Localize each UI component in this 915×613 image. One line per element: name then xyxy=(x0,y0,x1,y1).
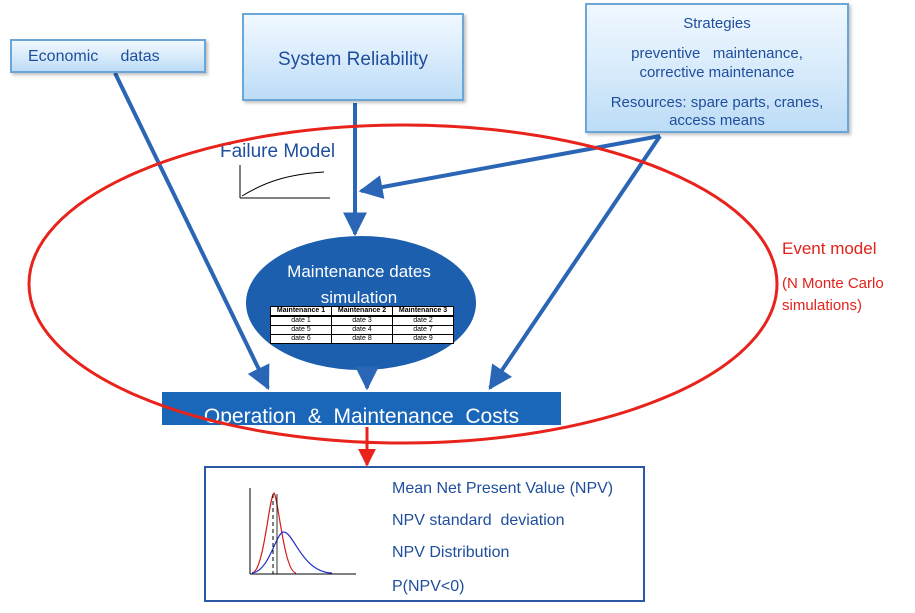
economic-label: Economic datas xyxy=(28,48,160,65)
event-model-subtitle: (N Monte Carlo simulations) xyxy=(782,273,884,317)
table-cell: date 3 xyxy=(331,315,393,326)
table-cell: date 4 xyxy=(331,325,393,335)
result-npv-distribution: NPV Distribution xyxy=(392,544,510,561)
result-prob-negative: P(NPV<0) xyxy=(392,578,465,595)
reliability-label: System Reliability xyxy=(278,49,428,70)
event-model-line-2: simulations) xyxy=(782,297,863,314)
table-cell: date 7 xyxy=(392,325,454,335)
om-costs-label: Operation & Maintenance Costs xyxy=(203,405,520,428)
results-box: Mean Net Present Value (NPV) NPV standar… xyxy=(204,466,645,602)
table-cell: date 9 xyxy=(392,334,454,344)
om-costs-box: Operation & Maintenance Costs xyxy=(162,392,561,428)
failure-model-title: Failure Model xyxy=(220,141,336,162)
table-cell: date 6 xyxy=(270,334,332,344)
arrow-strategies-to-failure xyxy=(358,134,661,199)
table-row: date 1 date 3 date 2 xyxy=(270,315,454,326)
economic-data-box: Economic datas xyxy=(10,39,206,73)
result-npv-std: NPV standard deviation xyxy=(392,512,565,529)
failure-curve-chart xyxy=(239,165,330,199)
table-cell: date 5 xyxy=(270,325,332,335)
result-mean-npv: Mean Net Present Value (NPV) xyxy=(392,480,614,497)
simulation-title-line-1: Maintenance dates xyxy=(287,262,431,281)
table-cell: date 2 xyxy=(392,315,454,326)
table-header: Maintenance 3 xyxy=(392,306,454,317)
strategies-line-4: access means xyxy=(669,112,765,129)
strategies-line-3: Resources: spare parts, cranes, xyxy=(610,94,824,111)
npv-distribution-chart xyxy=(249,488,356,575)
table-header: Maintenance 2 xyxy=(331,306,393,317)
strategies-title: Strategies xyxy=(683,15,751,32)
maintenance-dates-table: Maintenance 1 Maintenance 2 Maintenance … xyxy=(270,306,454,344)
table-cell: date 1 xyxy=(270,315,332,326)
event-model-line-1: (N Monte Carlo xyxy=(782,275,884,292)
simulation-title: Maintenance dates simulation xyxy=(268,259,450,311)
strategies-line-1: preventive maintenance, xyxy=(631,45,803,62)
arrow-economic-to-costs xyxy=(113,72,270,391)
table-row: date 5 date 4 date 7 xyxy=(270,325,454,335)
system-reliability-box: System Reliability xyxy=(242,13,464,101)
arrow-strategies-to-costs xyxy=(488,134,662,390)
table-row: date 6 date 8 date 9 xyxy=(270,334,454,344)
strategies-line-2: corrective maintenance xyxy=(639,64,795,81)
table-header: Maintenance 1 xyxy=(270,306,332,317)
event-model-title: Event model xyxy=(782,239,877,258)
strategies-box: Strategies preventive maintenance, corre… xyxy=(585,3,849,133)
table-cell: date 8 xyxy=(331,334,393,344)
